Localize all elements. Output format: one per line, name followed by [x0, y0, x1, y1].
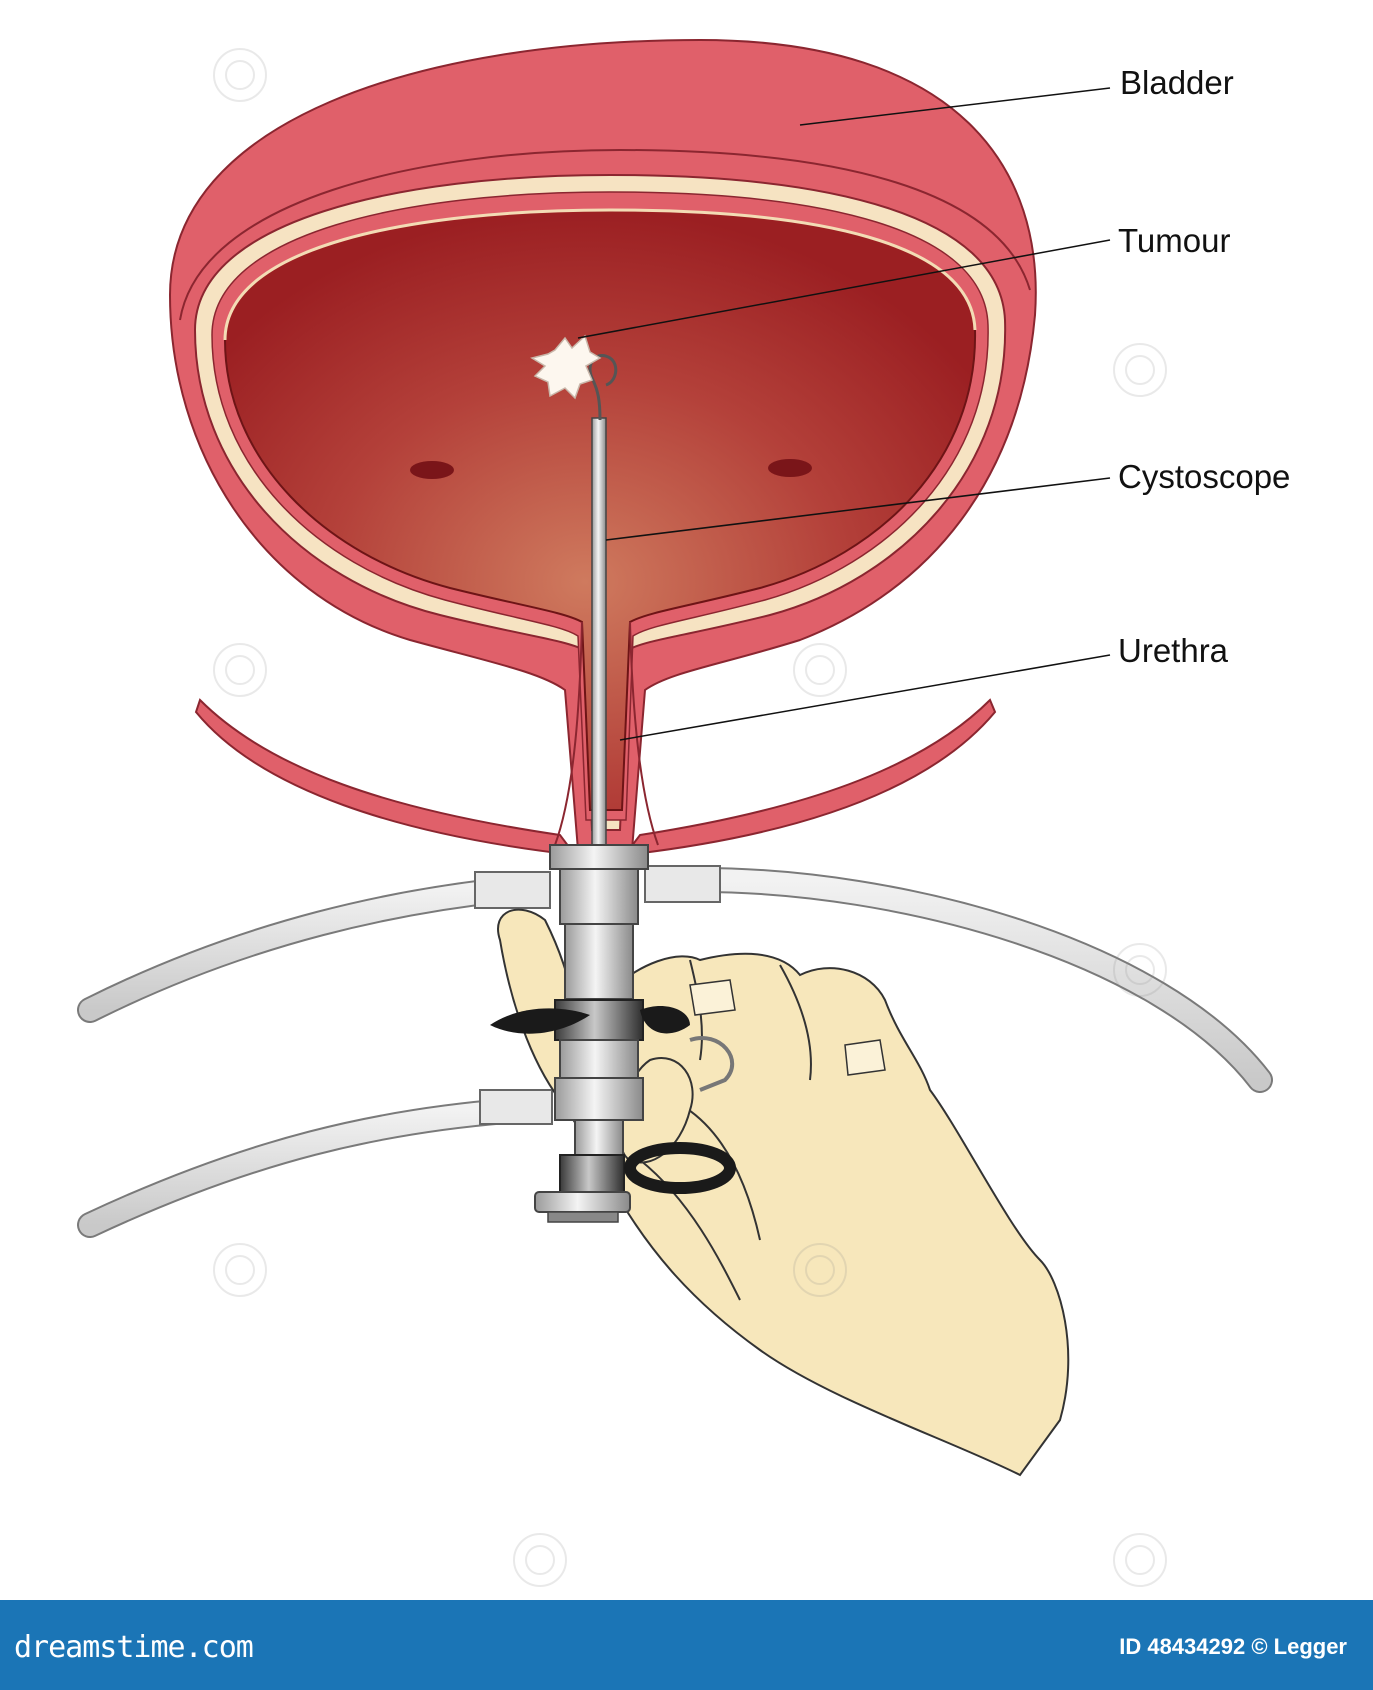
leader-cystoscope [605, 477, 1111, 541]
pelvic-floor-left [194, 698, 578, 857]
urethra-wall-right [629, 621, 659, 846]
label-urethra: Urethra [1118, 632, 1229, 669]
bladder-rim [179, 148, 1031, 321]
diagram-canvas [77, 38, 1273, 1587]
ureteric-orifice-left [410, 461, 454, 479]
finger-ring-upper-right [640, 1005, 690, 1034]
leader-bladder [799, 87, 1111, 126]
scope-eyepiece-ring [559, 1154, 625, 1194]
scope-collar-top [549, 844, 649, 870]
brand-logo: dreamstime.com [14, 1630, 254, 1665]
label-cystoscope: Cystoscope [1118, 458, 1291, 495]
tumour [530, 334, 602, 400]
scope-stem [574, 1119, 624, 1156]
stock-footer-bar: dreamstime.com ID 48434292 © Legger [0, 1600, 1373, 1690]
finger-line-4 [639, 1159, 741, 1301]
tube-lower-left [79, 1099, 531, 1236]
ureteric-orifice-right [768, 459, 812, 477]
cystoscope-shaft [591, 417, 607, 849]
tube-clamp-left [474, 871, 551, 909]
scope-body-mid [564, 923, 634, 1000]
scope-eyepiece [534, 1191, 631, 1213]
trigger-wire [689, 1036, 734, 1092]
tube-upper-left [79, 877, 531, 1021]
fingernail-1 [689, 979, 736, 1016]
fingernail-2 [844, 1039, 886, 1076]
cavity-top-edge [223, 208, 977, 341]
label-tumour: Tumour [1118, 222, 1231, 259]
image-id-credit: ID 48434292 © Legger [1119, 1634, 1347, 1659]
scope-working-element [554, 1077, 644, 1121]
tube-clamp-lower [479, 1089, 553, 1125]
tube-clamp-right [644, 865, 721, 903]
scope-body-lower [559, 1039, 639, 1079]
finger-line-2 [779, 964, 812, 1081]
urethra-wall-left [554, 621, 583, 846]
tube-upper-right [689, 869, 1271, 1091]
leader-tumour [577, 239, 1111, 339]
label-bladder: Bladder [1120, 64, 1234, 101]
finger-ring-left [490, 1008, 590, 1034]
leader-urethra [619, 654, 1111, 741]
watermark-swirls [213, 48, 1167, 1587]
scope-eyepiece-base [547, 1211, 619, 1223]
scope-body-upper [559, 868, 639, 925]
pelvic-floor-right [622, 698, 997, 857]
finger-ring-lower [624, 1142, 736, 1194]
